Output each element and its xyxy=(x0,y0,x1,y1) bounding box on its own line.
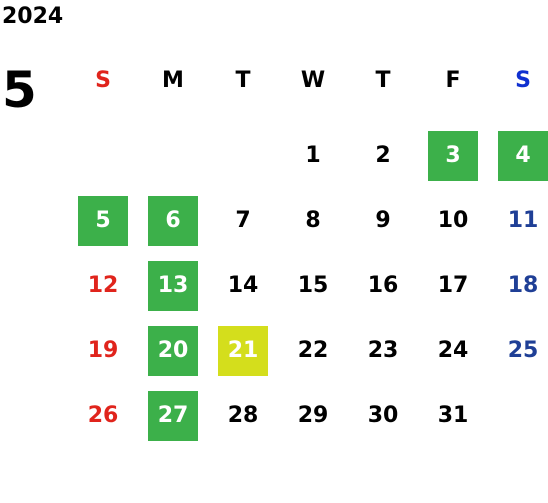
weekday-header-thursday: T xyxy=(375,68,391,93)
day-cell[interactable]: 11 xyxy=(488,188,548,253)
day-number-holiday: 5 xyxy=(78,195,128,246)
day-number: 23 xyxy=(367,338,399,363)
day-number: 15 xyxy=(297,273,329,298)
day-cell[interactable]: 22 xyxy=(278,318,348,383)
day-cell[interactable]: 13 xyxy=(138,253,208,318)
day-cell[interactable]: 14 xyxy=(208,253,278,318)
day-number: 12 xyxy=(87,273,119,298)
day-number: 9 xyxy=(375,208,391,233)
day-number-holiday: 3 xyxy=(428,130,478,181)
day-cell[interactable]: 15 xyxy=(278,253,348,318)
day-number: 2 xyxy=(375,143,391,168)
day-cell[interactable]: 16 xyxy=(348,253,418,318)
day-cell[interactable]: 2 xyxy=(348,123,418,188)
weekday-header-monday: M xyxy=(162,68,184,93)
day-cell[interactable]: 4 xyxy=(488,123,548,188)
day-number: 14 xyxy=(227,273,259,298)
weekday-header-tuesday: T xyxy=(235,68,251,93)
day-number: 30 xyxy=(367,403,399,428)
day-cell[interactable]: 12 xyxy=(68,253,138,318)
day-number: 22 xyxy=(297,338,329,363)
day-cell[interactable]: 7 xyxy=(208,188,278,253)
day-number: 1 xyxy=(305,143,321,168)
calendar-year: 2024 xyxy=(2,4,64,29)
day-number: 31 xyxy=(437,403,469,428)
weekday-header-saturday: S xyxy=(515,68,531,93)
day-number-holiday: 13 xyxy=(148,260,198,311)
day-cell[interactable]: 30 xyxy=(348,383,418,448)
day-cell[interactable]: 10 xyxy=(418,188,488,253)
day-cell[interactable]: 25 xyxy=(488,318,548,383)
day-number-holiday: 27 xyxy=(148,390,198,441)
day-cell[interactable]: 23 xyxy=(348,318,418,383)
day-number: 11 xyxy=(507,208,539,233)
empty-cell xyxy=(68,123,138,188)
day-number: 28 xyxy=(227,403,259,428)
day-number: 29 xyxy=(297,403,329,428)
day-cell[interactable]: 1 xyxy=(278,123,348,188)
day-number: 17 xyxy=(437,273,469,298)
day-number-today: 21 xyxy=(218,325,268,376)
day-number-holiday: 6 xyxy=(148,195,198,246)
day-cell[interactable]: 19 xyxy=(68,318,138,383)
day-cell[interactable]: 9 xyxy=(348,188,418,253)
day-number: 25 xyxy=(507,338,539,363)
day-cell[interactable]: 17 xyxy=(418,253,488,318)
day-number: 19 xyxy=(87,338,119,363)
day-cell[interactable]: 29 xyxy=(278,383,348,448)
calendar-month: 5 xyxy=(2,61,37,119)
empty-cell xyxy=(138,123,208,188)
day-cell[interactable]: 27 xyxy=(138,383,208,448)
day-cell[interactable]: 26 xyxy=(68,383,138,448)
day-number-holiday: 4 xyxy=(498,130,548,181)
day-cell[interactable]: 21 xyxy=(208,318,278,383)
empty-cell xyxy=(208,123,278,188)
day-cell[interactable]: 24 xyxy=(418,318,488,383)
day-cell[interactable]: 31 xyxy=(418,383,488,448)
weekday-header-sunday: S xyxy=(95,68,111,93)
day-cell[interactable]: 5 xyxy=(68,188,138,253)
day-number: 7 xyxy=(235,208,251,233)
weekday-header-wednesday: W xyxy=(300,68,326,93)
day-number: 26 xyxy=(87,403,119,428)
day-cell[interactable]: 18 xyxy=(488,253,548,318)
day-number: 10 xyxy=(437,208,469,233)
day-number: 18 xyxy=(507,273,539,298)
empty-cell xyxy=(488,383,548,448)
day-cell[interactable]: 20 xyxy=(138,318,208,383)
day-number: 8 xyxy=(305,208,321,233)
day-cell[interactable]: 3 xyxy=(418,123,488,188)
day-number: 24 xyxy=(437,338,469,363)
day-cell[interactable]: 8 xyxy=(278,188,348,253)
day-number-holiday: 20 xyxy=(148,325,198,376)
day-cell[interactable]: 28 xyxy=(208,383,278,448)
weekday-header-friday: F xyxy=(445,68,461,93)
day-number: 16 xyxy=(367,273,399,298)
day-cell[interactable]: 6 xyxy=(138,188,208,253)
